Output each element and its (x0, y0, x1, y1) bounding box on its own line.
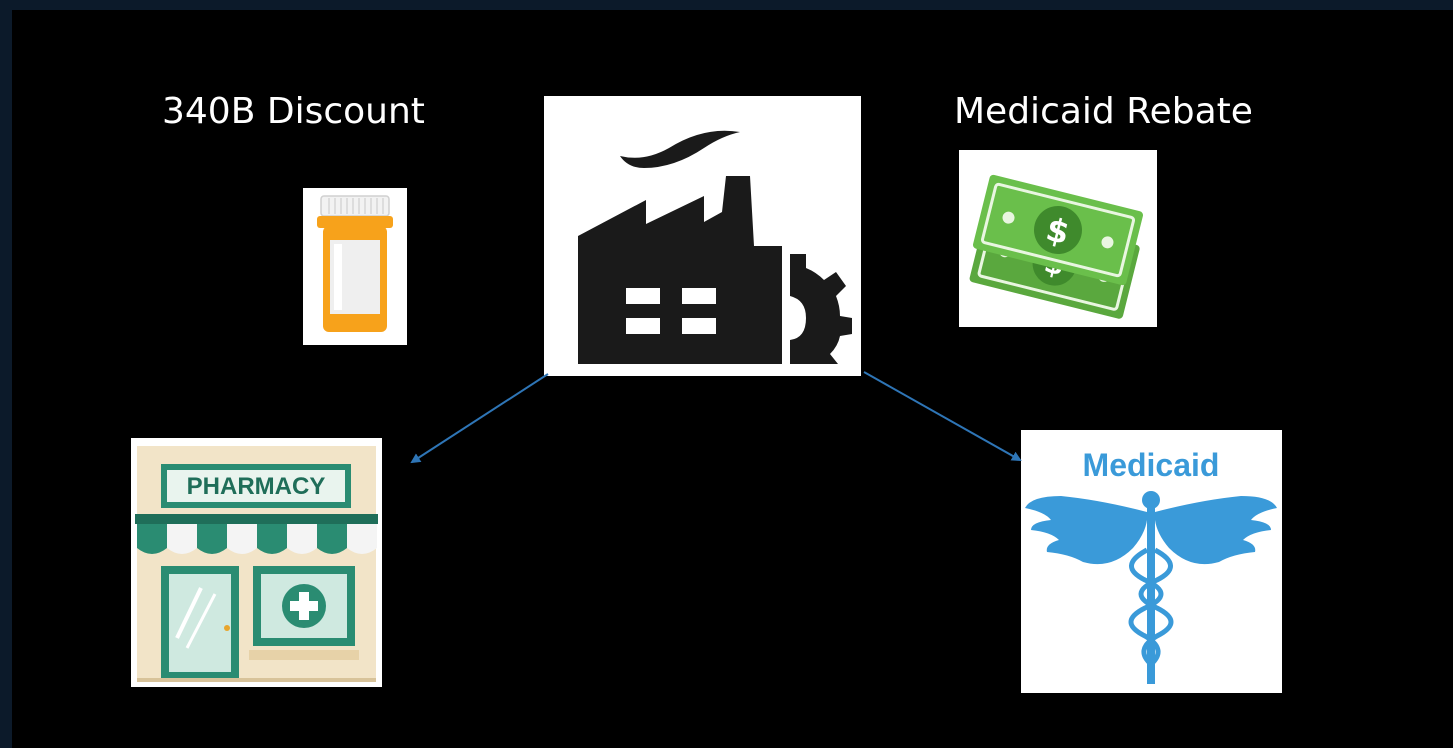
factory-tile (544, 96, 861, 376)
diagram-slide: 340B Discount Medicaid Rebate (12, 10, 1453, 748)
medicaid-logo-icon: Medicaid (1025, 447, 1277, 684)
medicaid-tile: Medicaid (1021, 430, 1282, 693)
arrow-factory-to-medicaid (863, 371, 1022, 461)
factory-icon (578, 130, 852, 364)
money-tile: $ $ (959, 150, 1157, 327)
pharmacy-icon: PHARMACY (131, 438, 382, 687)
pharmacy-sign-text: PHARMACY (187, 473, 326, 500)
pill-bottle-tile (303, 188, 407, 345)
label-340b-discount: 340B Discount (162, 91, 425, 132)
arrow-factory-to-pharmacy (410, 373, 549, 464)
pharmacy-tile: PHARMACY (131, 438, 382, 687)
money-icon: $ $ (969, 174, 1143, 319)
pill-bottle-icon (317, 195, 393, 332)
medicaid-logo-text: Medicaid (1083, 447, 1220, 483)
label-medicaid-rebate: Medicaid Rebate (954, 91, 1253, 132)
